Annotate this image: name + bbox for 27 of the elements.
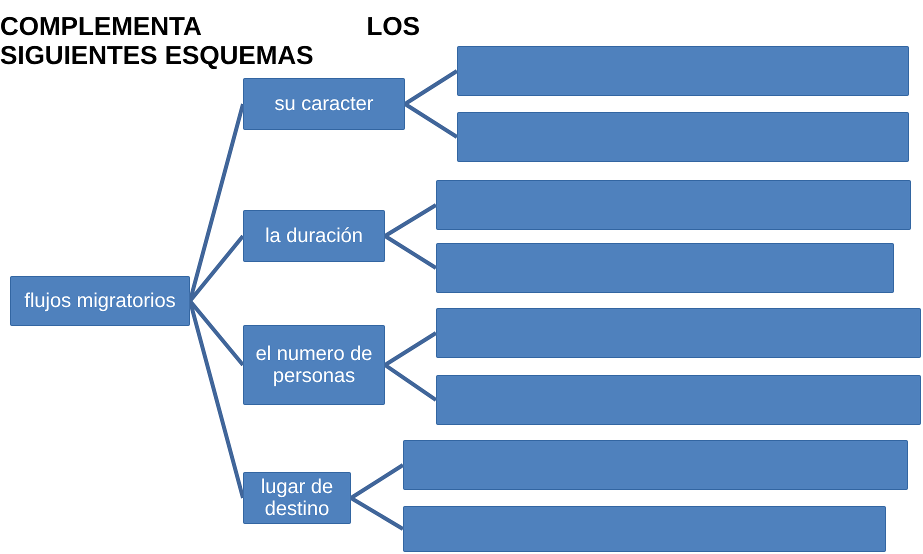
connector-line	[384, 234, 438, 270]
empty-box	[457, 112, 909, 162]
topic-box	[243, 325, 385, 405]
empty-box	[403, 506, 886, 552]
empty-box	[457, 46, 909, 96]
box-text: el numero de personas	[254, 343, 374, 387]
empty-box	[436, 308, 921, 358]
connector-line	[384, 331, 438, 367]
connector-line	[404, 102, 458, 139]
empty-box	[403, 440, 908, 490]
connector-line	[384, 363, 438, 402]
topic-box	[10, 276, 190, 326]
empty-box	[436, 375, 921, 425]
connector-line	[404, 69, 458, 106]
topic-box	[243, 472, 351, 524]
empty-box	[436, 243, 894, 293]
title: COMPLEMENTA LOS SIGUIENTES ESQUEMAS	[0, 12, 420, 70]
connector-line	[350, 463, 404, 500]
box-text: su caracter	[274, 93, 374, 115]
connector-line	[350, 496, 404, 531]
box-text: la duración	[264, 225, 364, 247]
box-text: flujos migratorios	[23, 290, 177, 312]
topic-box	[243, 210, 385, 262]
topic-box	[243, 78, 405, 130]
empty-box	[436, 180, 911, 230]
box-text: lugar de destino	[260, 476, 334, 520]
connector-line	[384, 203, 438, 238]
